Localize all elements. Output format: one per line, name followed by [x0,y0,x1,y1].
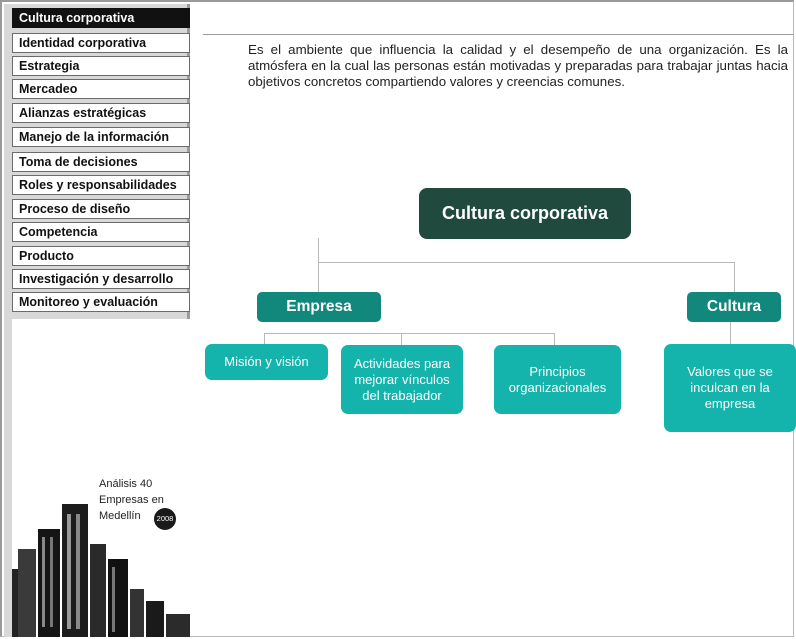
connector-line [554,333,555,345]
year-badge: 2008 [154,508,176,530]
diagram-leaf-valores: Valores que se inculcan en la empresa [664,344,796,432]
sidebar: Cultura corporativa Identidad corporativ… [4,4,190,637]
sidebar-item-investigacion[interactable]: Investigación y desarrollo [12,269,190,289]
connector-line [318,262,319,292]
header-divider [203,34,793,35]
sidebar-item-estrategia[interactable]: Estrategia [12,56,190,76]
caption-line-1: Análisis 40 [99,478,153,490]
diagram-node-empresa: Empresa [257,292,381,322]
sidebar-item-cultura-corporativa[interactable]: Cultura corporativa [12,8,190,28]
diagram-leaf-mision: Misión y visión [205,344,328,380]
sidebar-item-toma-decisiones[interactable]: Toma de decisiones [12,152,190,172]
sidebar-item-mercadeo[interactable]: Mercadeo [12,79,190,99]
connector-line [264,333,554,334]
sidebar-item-roles[interactable]: Roles y responsabilidades [12,175,190,195]
diagram-node-cultura: Cultura [687,292,781,322]
sidebar-item-monitoreo[interactable]: Monitoreo y evaluación [12,292,190,312]
connector-line [318,238,319,262]
connector-line [318,262,735,263]
connector-line [401,333,402,345]
sidebar-item-manejo-informacion[interactable]: Manejo de la información [12,127,190,147]
city-skyline-illustration [12,504,190,637]
diagram-root-node: Cultura corporativa [419,188,631,239]
sidebar-item-competencia[interactable]: Competencia [12,222,190,242]
sidebar-item-proceso-diseno[interactable]: Proceso de diseño [12,199,190,219]
sidebar-item-producto[interactable]: Producto [12,246,190,266]
connector-line [264,333,265,345]
sidebar-item-alianzas[interactable]: Alianzas estratégicas [12,103,190,123]
connector-line [734,262,735,292]
diagram-leaf-principios: Principios organizacionales [494,345,621,414]
caption-line-2: Empresas en [99,494,164,506]
connector-line [730,322,731,344]
sidebar-caption: Análisis 40 Empresas en Medellín [99,476,164,524]
diagram-leaf-actividades: Actividades para mejorar vínculos del tr… [341,345,463,414]
caption-line-3: Medellín [99,510,141,522]
intro-paragraph: Es el ambiente que influencia la calidad… [248,42,788,89]
sidebar-item-identidad-corporativa[interactable]: Identidad corporativa [12,33,190,53]
